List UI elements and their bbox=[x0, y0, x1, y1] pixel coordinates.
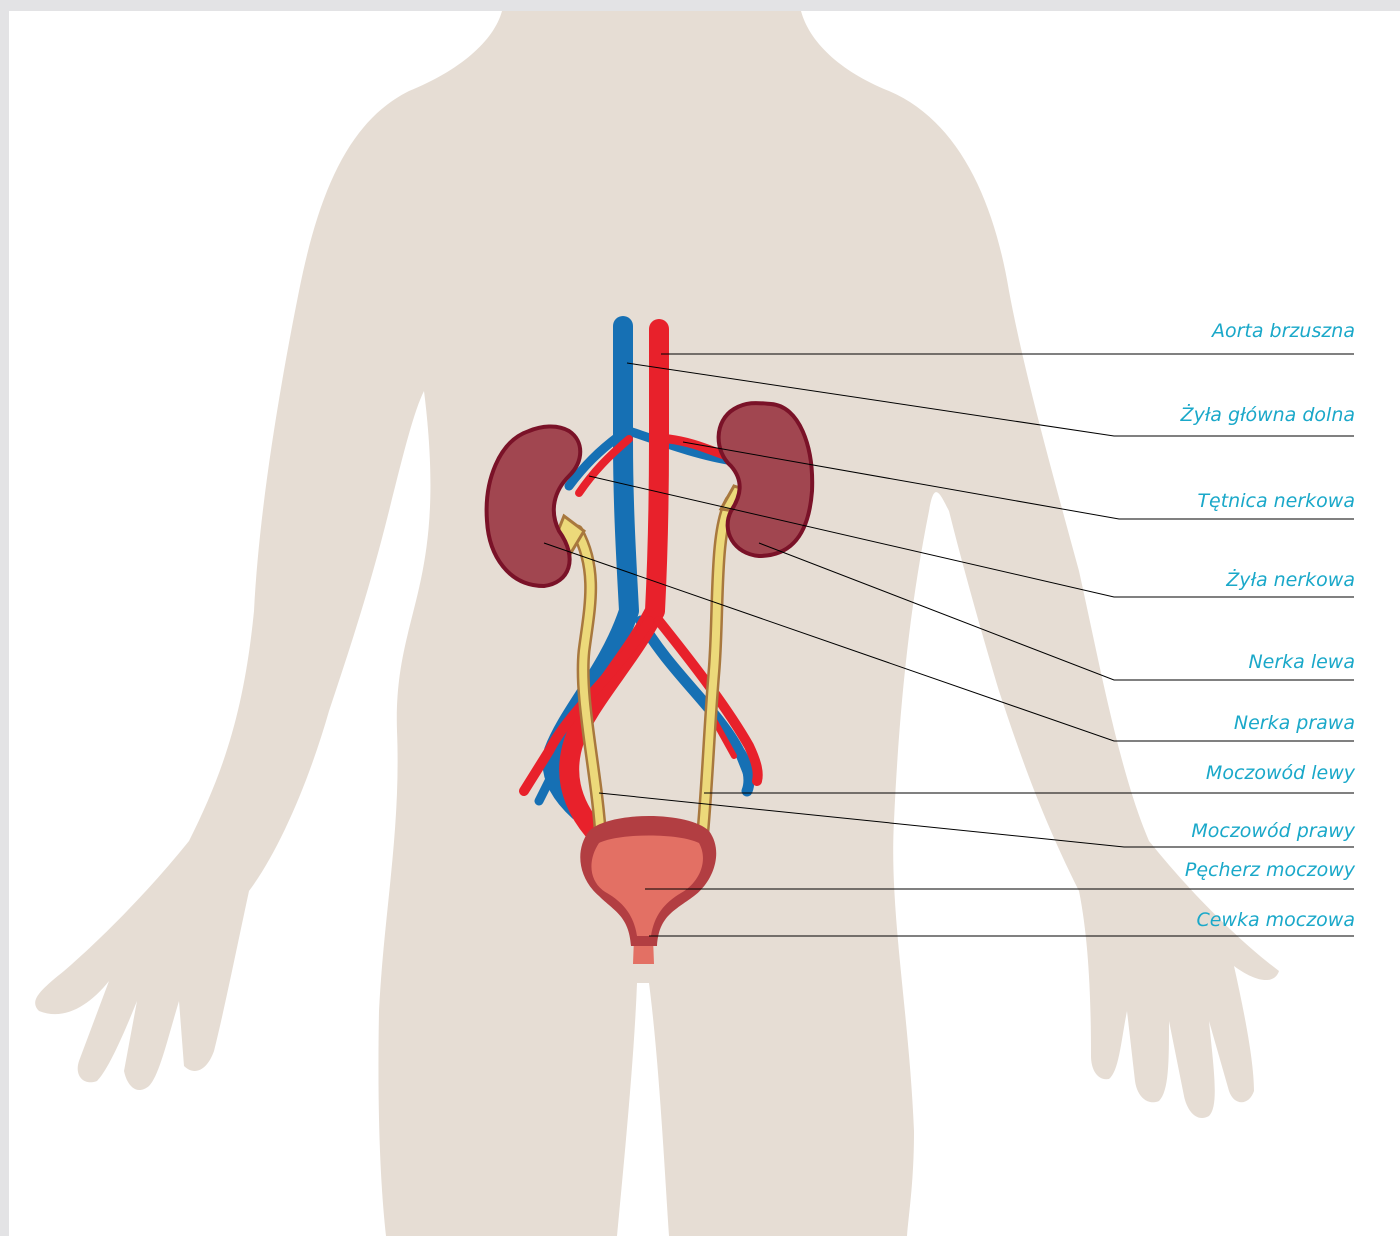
label-bladder: Pęcherz moczowy bbox=[1185, 859, 1355, 881]
label-renal-vein: Żyła nerkowa bbox=[1226, 569, 1355, 591]
label-renal-artery: Tętnica nerkowa bbox=[1197, 490, 1355, 512]
label-inferior-vena-cava: Żyła główna dolna bbox=[1181, 404, 1355, 426]
label-ureter-right: Moczowód prawy bbox=[1191, 820, 1355, 842]
label-aorta: Aorta brzuszna bbox=[1212, 320, 1355, 342]
urinary-system-diagram bbox=[9, 11, 1400, 1236]
label-kidney-right: Nerka prawa bbox=[1234, 712, 1355, 734]
label-kidney-left: Nerka lewa bbox=[1248, 651, 1355, 673]
label-urethra: Cewka moczowa bbox=[1196, 909, 1355, 931]
label-ureter-left: Moczowód lewy bbox=[1206, 762, 1355, 784]
diagram-frame: Aorta brzuszna Żyła główna dolna Tętnica… bbox=[9, 11, 1400, 1236]
